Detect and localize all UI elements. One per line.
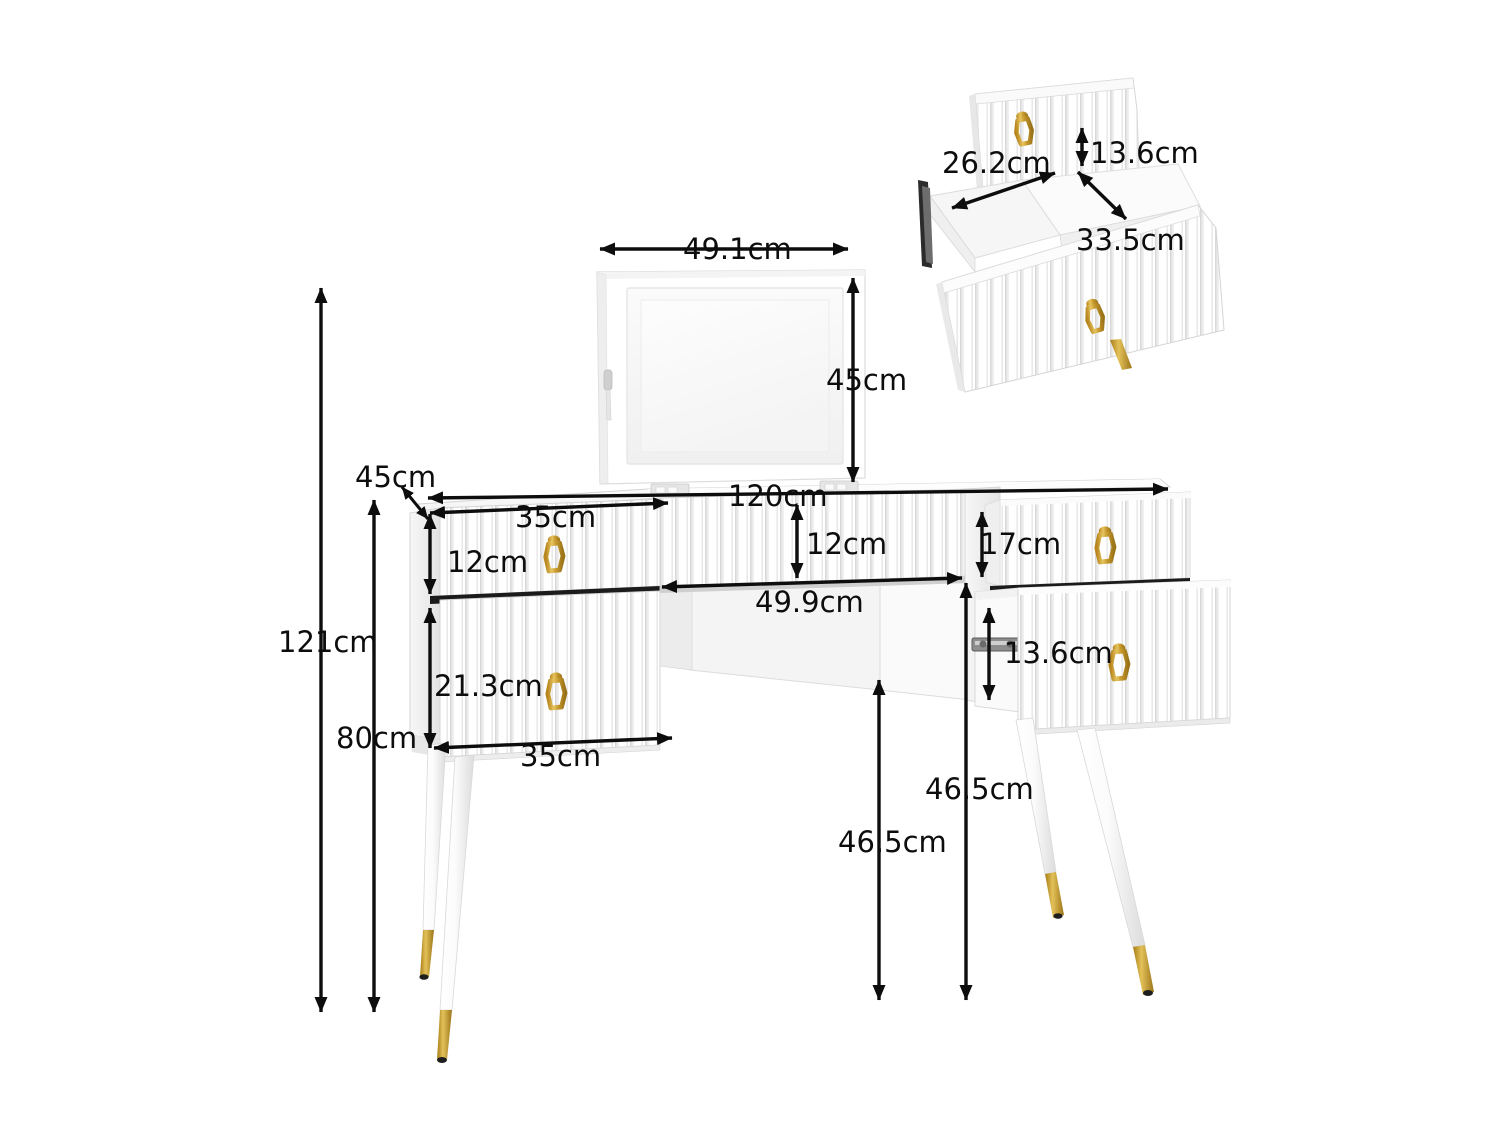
detail-leg-tip-icon bbox=[1110, 339, 1132, 370]
label-right-drawer-inner-height: 13.6cm bbox=[1004, 636, 1113, 670]
label-detail-inner-width: 26.2cm bbox=[942, 146, 1051, 180]
detail-drawer-lower-handle-icon bbox=[1085, 298, 1105, 334]
left-top-drawer-handle-icon bbox=[543, 535, 566, 574]
detail-drawer-upper-handle-icon bbox=[1014, 111, 1034, 147]
label-knee-height-center: 46.5cm bbox=[838, 825, 947, 859]
flip-up-led-mirror bbox=[596, 269, 866, 485]
dim-line-tabletop-width bbox=[427, 482, 1169, 505]
label-left-bottom-drawer-height: 21.3cm bbox=[434, 669, 543, 703]
legs-group bbox=[419, 717, 1154, 1063]
mirror-support-hinge-icon bbox=[603, 369, 613, 421]
dim-line-cabinet-width-bottom bbox=[433, 732, 673, 754]
label-desk-height: 80cm bbox=[336, 721, 417, 755]
label-desk-depth: 45cm bbox=[355, 460, 436, 494]
leg-right-back bbox=[1015, 717, 1064, 919]
dim-line-detail-inner-depth bbox=[1076, 170, 1128, 221]
label-cabinet-width-bottom: 35cm bbox=[520, 739, 601, 773]
dim-line-detail-inner-width bbox=[951, 171, 1056, 210]
center-knee-space-panel bbox=[659, 565, 971, 701]
label-cabinet-width-top: 35cm bbox=[515, 500, 596, 534]
label-detail-inner-height: 13.6cm bbox=[1090, 136, 1199, 170]
dim-line-knee-space-width bbox=[661, 571, 963, 594]
detail-drawer-lower-front bbox=[936, 204, 1225, 393]
label-mirror-height: 45cm bbox=[826, 363, 907, 397]
label-detail-inner-depth: 33.5cm bbox=[1076, 223, 1185, 257]
label-knee-space-width: 49.9cm bbox=[755, 585, 864, 619]
leg-left-front bbox=[437, 754, 475, 1063]
leg-right-front bbox=[1076, 727, 1154, 996]
label-knee-height-right: 46.5cm bbox=[925, 772, 1034, 806]
label-right-small-drawer-height: 17cm bbox=[980, 527, 1061, 561]
label-left-top-drawer-height: 12cm bbox=[447, 545, 528, 579]
label-overall-height: 121cm bbox=[278, 625, 378, 659]
right-bottom-drawer-handle-icon bbox=[1108, 643, 1131, 682]
label-mirror-width: 49.1cm bbox=[683, 232, 792, 266]
dim-line-cabinet-width-top bbox=[429, 497, 669, 519]
label-center-drawer-height: 12cm bbox=[806, 527, 887, 561]
left-bottom-drawer-handle-icon bbox=[545, 672, 568, 711]
right-top-drawer-handle-icon bbox=[1094, 526, 1117, 565]
label-tabletop-width: 120cm bbox=[728, 479, 828, 513]
